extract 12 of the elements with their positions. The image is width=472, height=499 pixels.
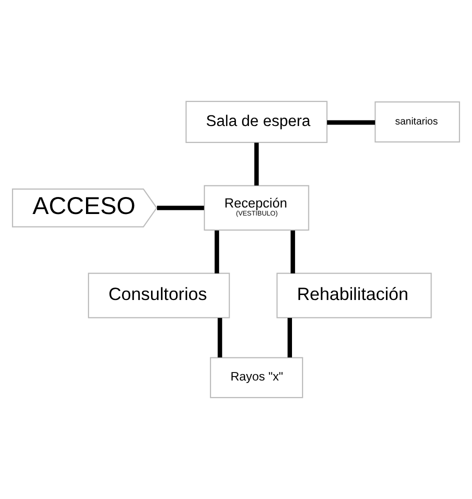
- node-box: Rayos "x": [210, 357, 304, 398]
- connector: [290, 230, 296, 274]
- node-box: Sala de espera: [186, 100, 328, 144]
- connector: [214, 230, 220, 274]
- node-box: Rehabilitación: [276, 272, 432, 318]
- connector: [254, 142, 259, 186]
- connector: [157, 206, 204, 210]
- node-box: Consultorios: [88, 272, 230, 318]
- connector: [327, 120, 376, 125]
- connector: [218, 318, 222, 358]
- node-box: sanitarios: [374, 101, 460, 142]
- connector: [288, 318, 292, 358]
